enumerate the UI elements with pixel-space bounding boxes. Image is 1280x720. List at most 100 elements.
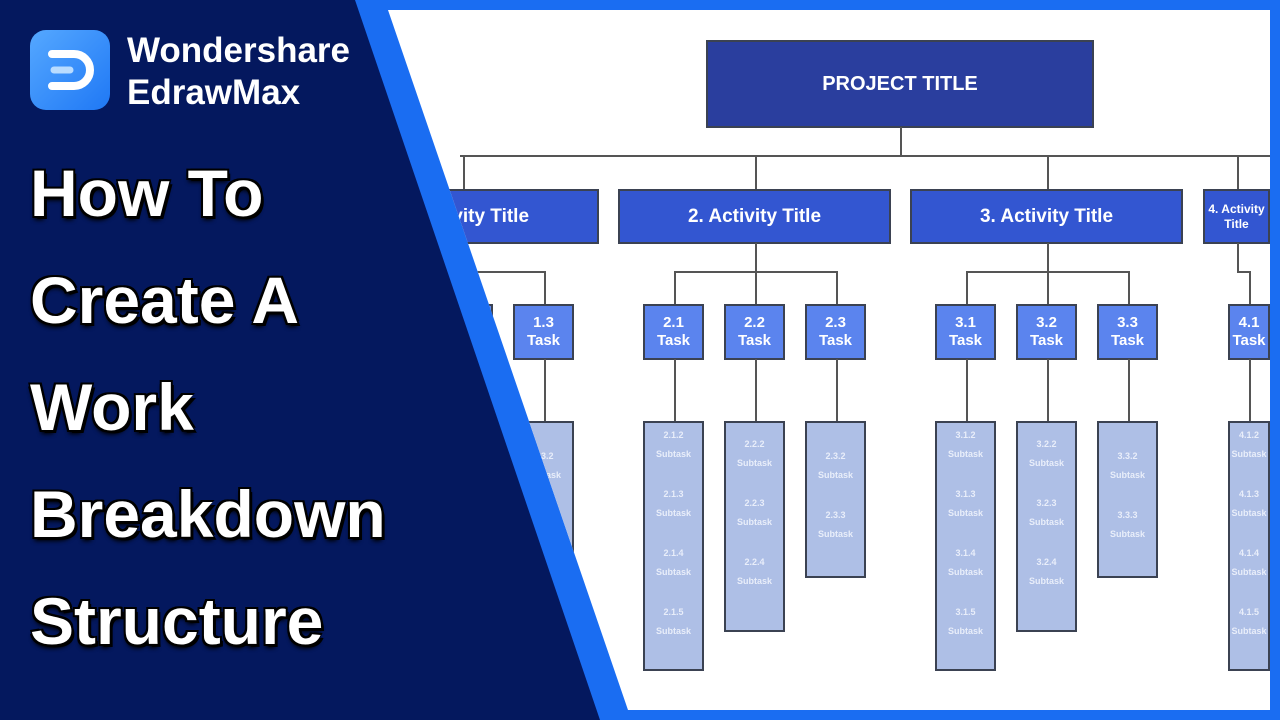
connector-line: [836, 271, 838, 305]
task-label: 3.2: [1036, 314, 1057, 331]
task-label: 3.1: [955, 314, 976, 331]
subtask-label: Subtask: [1231, 567, 1267, 577]
connector-line: [1237, 271, 1251, 273]
subtask-label: 2.3.2: [825, 451, 846, 461]
subtask-label: 3.2.4: [1036, 557, 1057, 567]
subtask-label: Subtask: [1109, 470, 1145, 480]
subtask-label: 2.1.3: [663, 489, 684, 499]
connector-line: [755, 155, 757, 189]
subtask-label: 3.1.2: [955, 430, 976, 440]
brand-name: Wondershare EdrawMax: [127, 30, 350, 114]
subtask-label: 4.1.2: [1238, 430, 1259, 440]
subtask-label: Subtask: [1028, 458, 1064, 468]
subtask-label: Subtask: [655, 567, 691, 577]
connector-line: [900, 127, 902, 156]
connector-line: [544, 359, 546, 421]
connector-line: [1237, 155, 1239, 189]
subtask-label: 3.3.3: [1117, 510, 1138, 520]
connector-line: [1047, 359, 1049, 421]
subtask-label: Subtask: [1231, 626, 1267, 636]
headline-line: Work: [30, 370, 194, 444]
subtask-label: Subtask: [947, 626, 983, 636]
connector-line: [544, 271, 546, 305]
subtask-label: 4.1.4: [1238, 548, 1259, 558]
connector-line: [1128, 359, 1130, 421]
task-label: 1.3: [533, 314, 554, 331]
headline-line: Create A: [30, 263, 299, 337]
subtask-label: Subtask: [525, 470, 561, 480]
subtask-label: Subtask: [655, 626, 691, 636]
connector-line: [966, 359, 968, 421]
task-label: 3.3: [1117, 314, 1138, 331]
task-label: Task: [1110, 332, 1145, 349]
project-title-box: PROJECT TITLE: [706, 40, 1094, 128]
subtask-label: Subtask: [947, 567, 983, 577]
subtask-label: Subtask: [1109, 529, 1145, 539]
activity-box: 2. Activity Title: [618, 189, 891, 244]
subtask-label: Subtask: [1231, 449, 1267, 459]
task-label: Task: [737, 332, 772, 349]
task-label: Task: [948, 332, 983, 349]
subtask-label: Subtask: [736, 458, 772, 468]
subtask-label: 4.1.3: [1238, 489, 1259, 499]
subtask-label: 2.2.3: [744, 498, 765, 508]
subtask-label: Subtask: [655, 449, 691, 459]
connector-line: [836, 359, 838, 421]
subtask-label: 3.2.3: [1036, 498, 1057, 508]
connector-line: [1128, 271, 1130, 305]
task-label: Task: [656, 332, 691, 349]
connector-line: [674, 271, 676, 305]
subtask-label: Subtask: [947, 508, 983, 518]
subtask-label: Subtask: [736, 576, 772, 586]
connector-line: [463, 271, 546, 273]
subtask-label: 2.1.5: [663, 607, 684, 617]
subtask-label: 2.2.4: [744, 557, 765, 567]
connector-line: [1237, 243, 1239, 271]
connector-line: [755, 243, 757, 271]
headline: How To Create A Work Breakdown Structure: [30, 140, 386, 675]
connector-line: [463, 243, 465, 271]
subtask-label: 3.1.5: [955, 607, 976, 617]
connector-line: [755, 359, 757, 421]
subtask-label: 2.3.3: [825, 510, 846, 520]
subtask-label: 2.1.2: [663, 430, 684, 440]
subtask-label: Subtask: [736, 517, 772, 527]
connector-line: [1047, 155, 1049, 189]
brand-line-2: EdrawMax: [127, 73, 301, 112]
connector-line: [460, 155, 1270, 157]
subtask-label: 4.1.5: [1238, 607, 1259, 617]
subtask-label: Subtask: [1231, 508, 1267, 518]
connector-line: [966, 271, 968, 305]
edrawmax-logo-icon: [30, 30, 110, 110]
subtask-label: Subtask: [817, 529, 853, 539]
task-label: Task: [818, 332, 853, 349]
subtask-label: Subtask: [947, 449, 983, 459]
task-label: 4.1: [1238, 314, 1260, 331]
